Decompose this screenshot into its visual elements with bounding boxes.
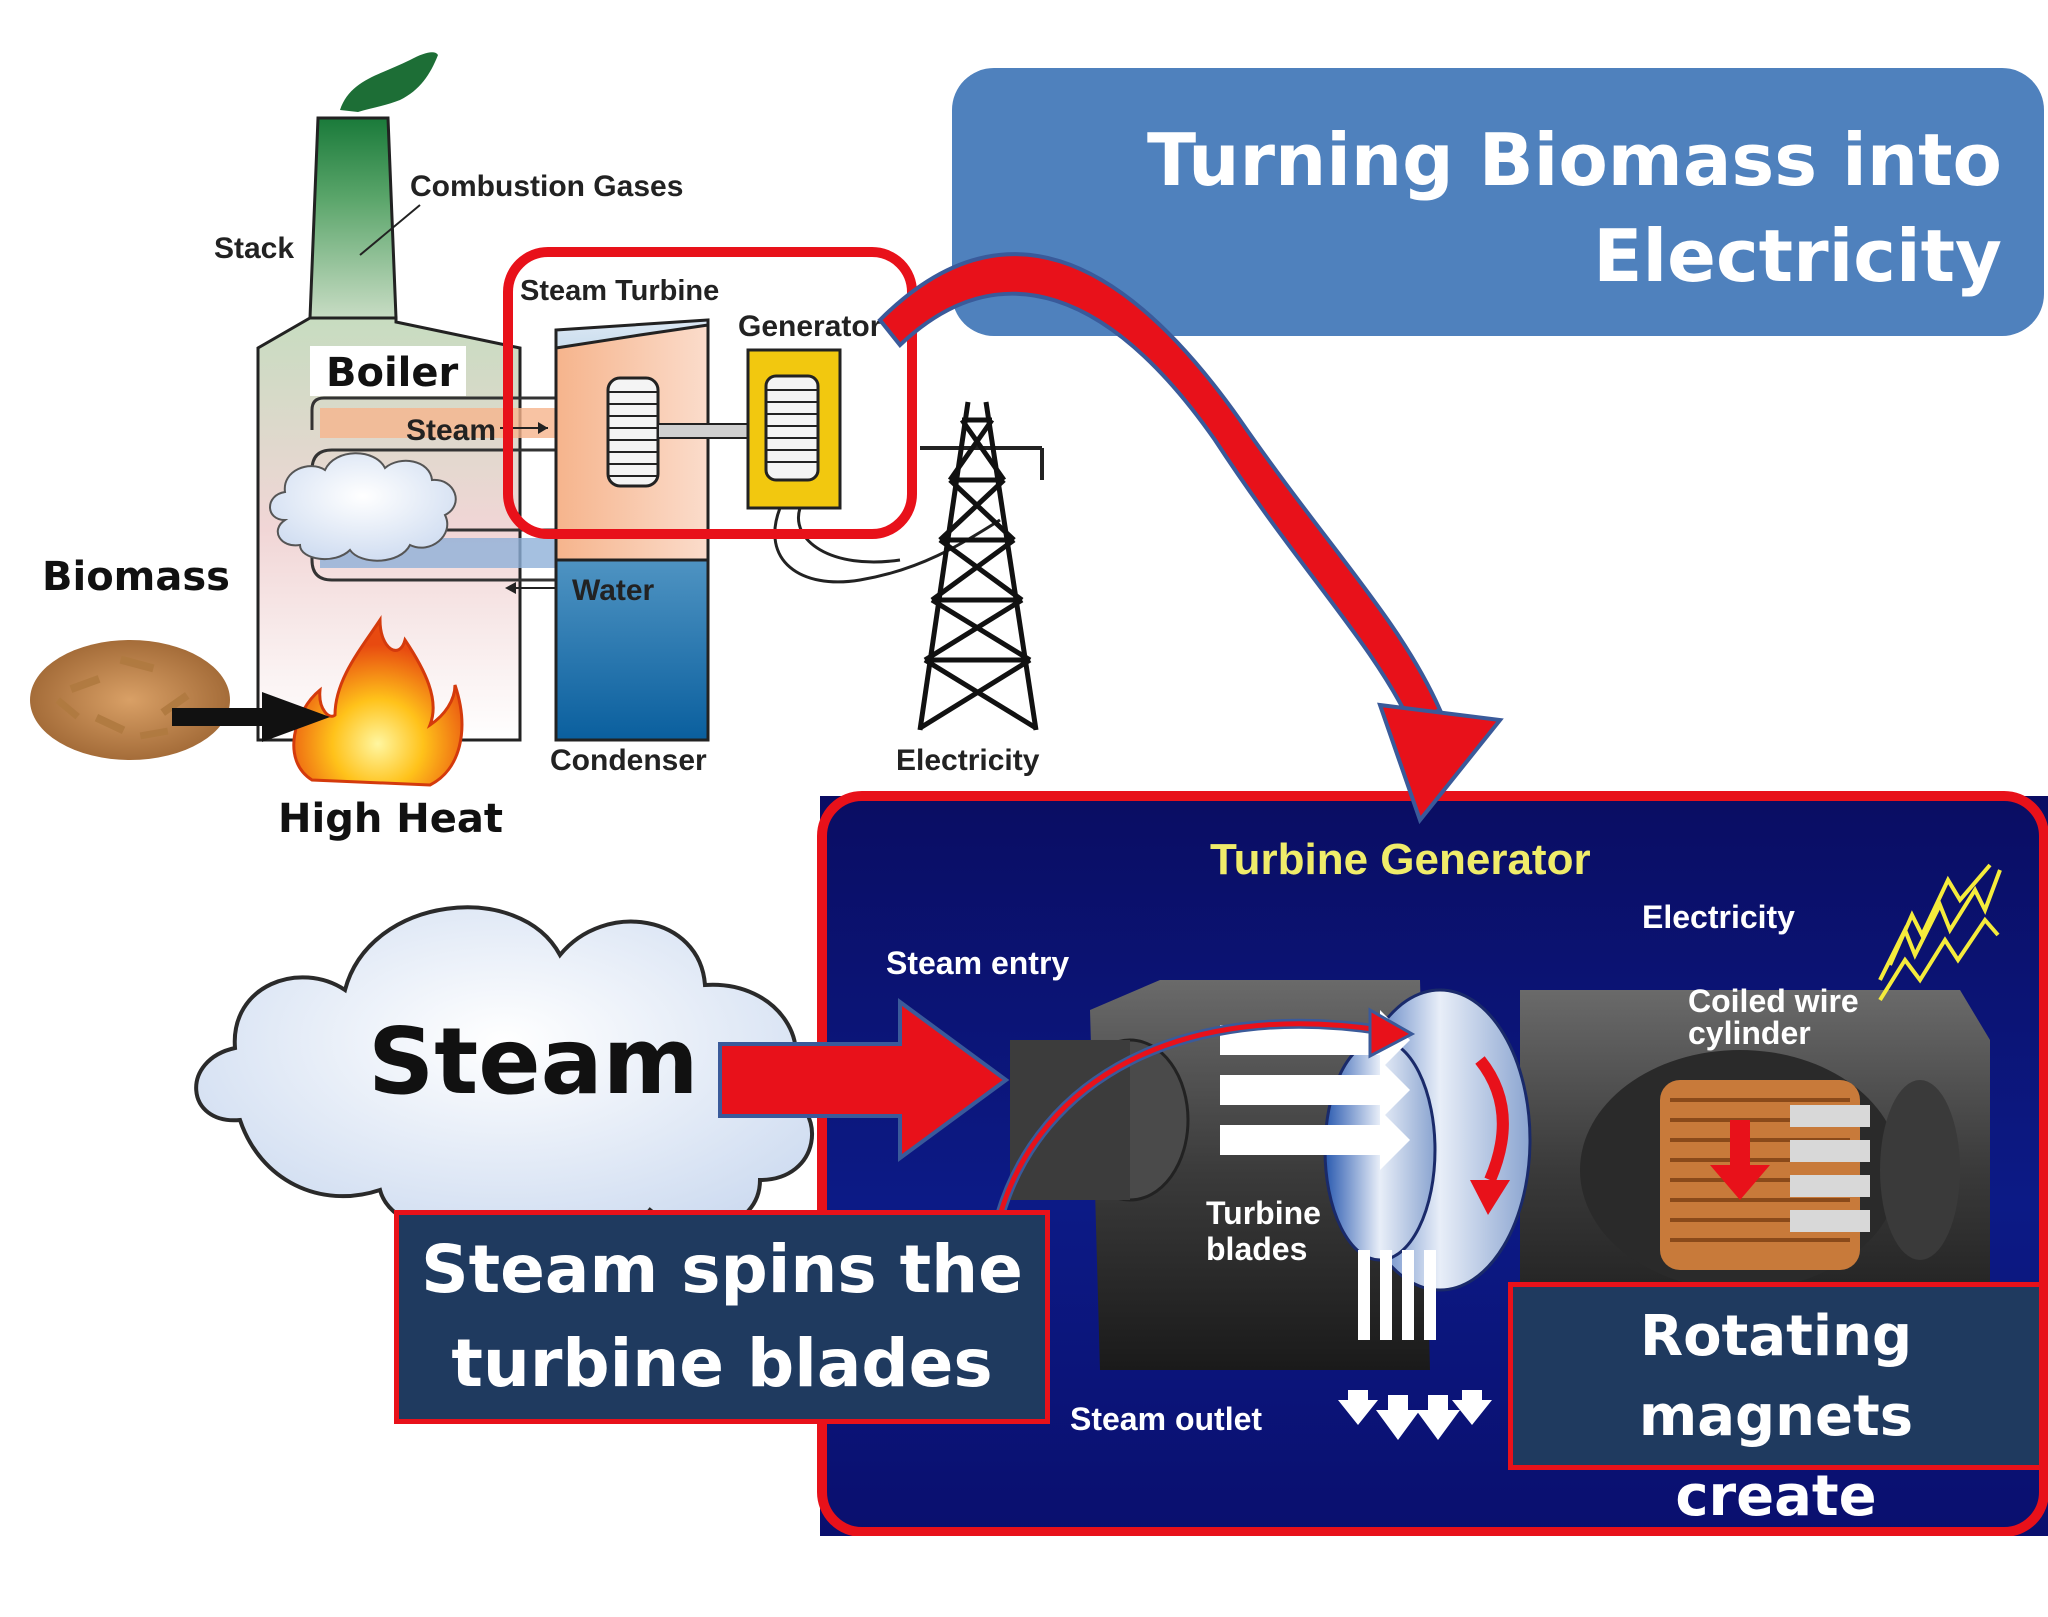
steam-input-arrow	[718, 998, 1010, 1162]
label-steam-turbine: Steam Turbine	[520, 275, 719, 307]
label-boiler: Boiler	[326, 350, 459, 396]
boiler-steam-cloud	[269, 452, 457, 562]
connector-arrow	[877, 252, 1504, 825]
steam-cloud-label: Steam	[368, 1008, 699, 1115]
label-water: Water	[572, 574, 655, 607]
boiler-label-bg	[310, 346, 466, 396]
label-condenser: Condenser	[550, 744, 707, 777]
panel-label-coiled-wire-1: Coiled wire	[1688, 983, 1859, 1019]
turbine-shaft	[657, 423, 759, 439]
panel-label-turbine-blades-1: Turbine	[1206, 1195, 1321, 1231]
panel-title: Turbine Generator	[1210, 835, 1591, 884]
panel-label-coiled-wire-2: cylinder	[1688, 1015, 1811, 1051]
electricity-bolts	[1878, 863, 2002, 1002]
label-electricity: Electricity	[896, 744, 1040, 777]
flame-icon	[292, 615, 464, 787]
label-stack: Stack	[214, 232, 294, 265]
feed-arrow	[172, 708, 264, 726]
caption-rotating-magnets-line1: Rotating magnets	[1638, 1304, 1914, 1449]
steam-outlet-arrows	[1338, 1390, 1492, 1440]
label-biomass: Biomass	[42, 554, 230, 600]
panel-label-steam-entry: Steam entry	[886, 945, 1069, 981]
diagram-canvas: Stack Combustion Gases Steam Turbine Gen…	[30, 52, 2048, 1536]
smoke-plume	[340, 52, 438, 112]
generator-rotor	[764, 374, 820, 482]
turbine-rotor	[606, 376, 660, 488]
panel-label-turbine-blades-2: blades	[1206, 1231, 1307, 1267]
label-high-heat: High Heat	[278, 796, 503, 842]
caption-rotating-magnets: Rotating magnets create electricity	[1508, 1282, 2044, 1609]
label-generator: Generator	[738, 310, 882, 343]
caption-rotating-magnets-line2: create electricity	[1617, 1464, 1935, 1609]
power-plant-diagram: Stack Combustion Gases Steam Turbine Gen…	[30, 52, 1044, 842]
rotation-arrow-magnets	[1710, 1120, 1770, 1200]
panel-label-steam-outlet: Steam outlet	[1070, 1401, 1262, 1437]
transmission-tower	[917, 401, 1039, 731]
power-wire	[773, 507, 1001, 584]
caption-steam-spins-line1: Steam spins the	[421, 1231, 1023, 1308]
biomass-pile	[30, 640, 230, 760]
caption-steam-spins-line2: turbine blades	[451, 1325, 993, 1402]
stack-chimney	[308, 116, 398, 320]
turbine-highlight-box	[503, 247, 917, 539]
label-combustion-gases: Combustion Gases	[410, 170, 683, 203]
caption-steam-spins: Steam spins the turbine blades	[394, 1210, 1050, 1424]
label-steam: Steam	[406, 414, 496, 447]
rotation-arrow-blades	[1475, 1056, 1509, 1183]
panel-label-electricity: Electricity	[1642, 899, 1795, 935]
